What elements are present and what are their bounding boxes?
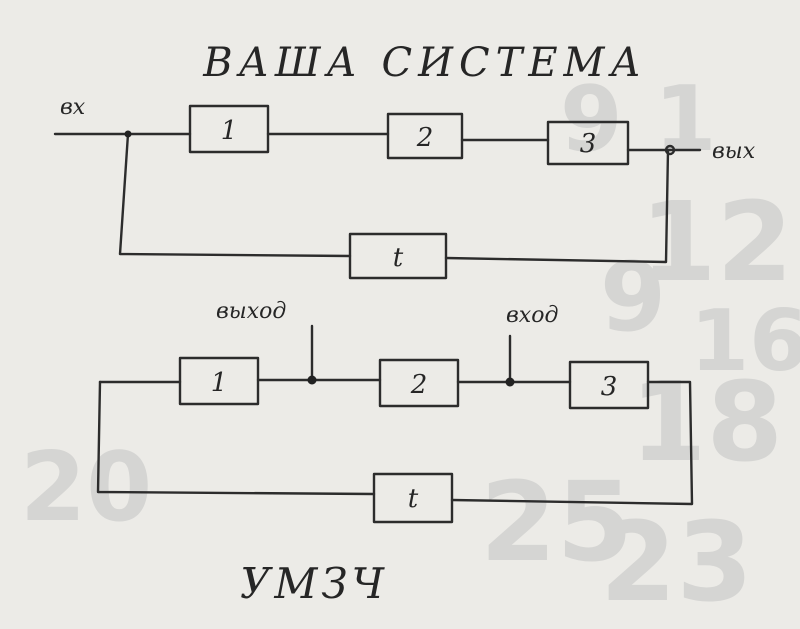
top-block-t: t bbox=[348, 232, 448, 280]
top-feedback-right-wire bbox=[444, 148, 670, 264]
bottom-block-2: 2 bbox=[378, 358, 460, 408]
bottom-output-tap-label: выход bbox=[216, 299, 286, 324]
top-block-2-frame bbox=[386, 112, 464, 160]
bottom-input-junction bbox=[505, 377, 515, 387]
top-block-1-frame bbox=[188, 104, 270, 154]
bottom-block-diagram: выход вход 1 2 3 bbox=[96, 299, 694, 524]
bleed-glyph: 20 bbox=[20, 433, 152, 543]
bottom-feedback-right-wire bbox=[450, 380, 694, 506]
bleed-glyph: 16 bbox=[690, 292, 800, 391]
bleed-glyph: 18 bbox=[630, 358, 783, 486]
bottom-feedback-left-wire bbox=[96, 380, 376, 496]
top-feedback-left-wire bbox=[118, 132, 352, 258]
diagram-title: ВАША СИСТЕМА bbox=[202, 40, 647, 86]
top-block-1: 1 bbox=[188, 104, 270, 154]
top-block-1-label: 1 bbox=[221, 116, 238, 146]
top-block-3: 3 bbox=[546, 120, 630, 166]
bottom-block-1-frame bbox=[178, 356, 260, 406]
bleed-glyph: 23 bbox=[600, 498, 753, 626]
top-input-label: вх bbox=[60, 95, 86, 120]
bleed-glyph: 25 bbox=[480, 458, 633, 586]
bottom-block-1-label: 1 bbox=[211, 368, 228, 398]
top-block-t-frame bbox=[348, 232, 448, 280]
bottom-block-t-label: t bbox=[408, 484, 419, 514]
top-block-2: 2 bbox=[386, 112, 464, 160]
bottom-input-tap-label: вход bbox=[506, 303, 558, 328]
bottom-block-3-frame bbox=[568, 360, 650, 410]
bottom-block-2-frame bbox=[378, 358, 460, 408]
top-block-t-label: t bbox=[393, 243, 404, 273]
top-input-junction bbox=[124, 130, 132, 138]
bleed-glyph: 9 1 bbox=[560, 67, 717, 172]
bottom-block-t: t bbox=[372, 472, 454, 524]
top-block-diagram: вх вых 1 2 3 t bbox=[53, 95, 756, 280]
footer-caption: УМЗЧ bbox=[240, 559, 388, 608]
bottom-block-1: 1 bbox=[178, 356, 260, 406]
bottom-block-2-label: 2 bbox=[410, 370, 428, 400]
top-output-label: вых bbox=[712, 139, 756, 164]
bottom-block-3: 3 bbox=[568, 360, 650, 410]
bottom-block-t-frame bbox=[372, 472, 454, 524]
top-output-junction bbox=[664, 144, 676, 156]
top-block-3-label: 3 bbox=[580, 129, 597, 159]
bottom-output-junction bbox=[307, 375, 317, 385]
bottom-block-3-label: 3 bbox=[601, 372, 618, 402]
top-block-3-frame bbox=[546, 120, 630, 166]
top-block-2-label: 2 bbox=[416, 123, 434, 153]
